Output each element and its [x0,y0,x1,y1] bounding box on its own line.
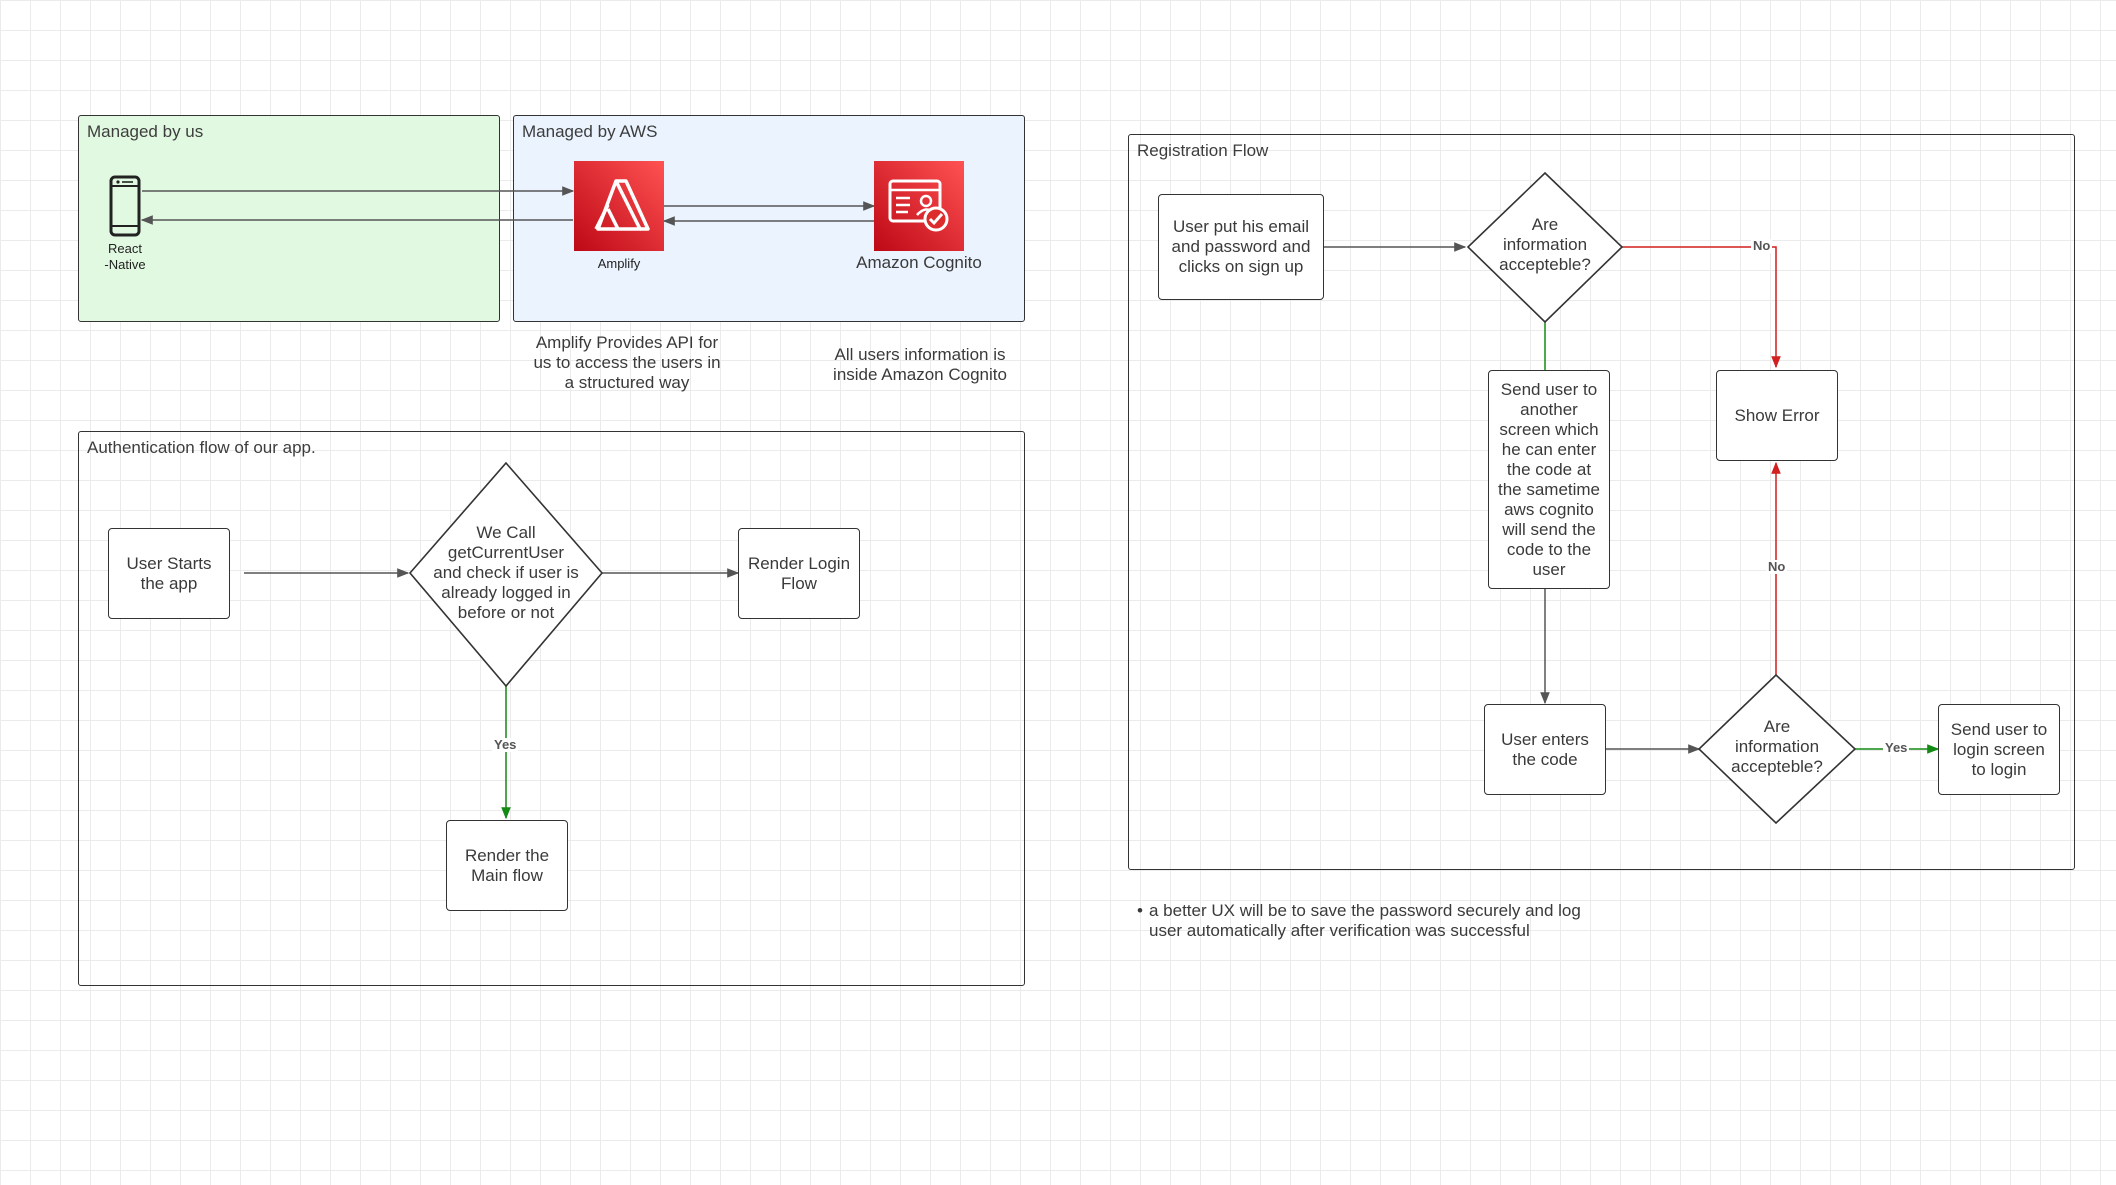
reg-no2-label: No [1766,559,1788,574]
aws-amplify-icon[interactable] [574,161,664,251]
auth-decision-diamond[interactable] [408,461,604,688]
mobile-phone-icon[interactable] [107,175,143,237]
reg-show-error-box[interactable]: Show Error [1716,370,1838,461]
auth-login-text: Render Login Flow [747,553,851,593]
reg-send-code-box[interactable]: Send user to another screen which he can… [1488,370,1610,589]
reg-yes-label: Yes [1883,740,1910,755]
reg-decision1-diamond[interactable] [1466,171,1624,324]
reg-no1-label: No [1751,238,1773,253]
container-auth-flow[interactable]: Authentication flow of our app. [78,431,1025,986]
reg-enter-code-text: User enters the code [1501,729,1589,769]
reg-login-box[interactable]: Send user to login screen to login [1938,704,2060,795]
reg-input-text: User put his email and password and clic… [1171,217,1311,276]
amplify-note: Amplify Provides API for us to access th… [533,333,721,392]
container-registration-flow[interactable]: Registration Flow [1128,134,2075,870]
cognito-label: Amazon Cognito [856,253,982,272]
phone-label: React -Native [104,241,146,272]
reg-show-error-text: Show Error [1734,405,1820,425]
cognito-note: All users information is inside Amazon C… [833,345,1007,384]
reg-login-text: Send user to login screen to login [1950,719,2048,779]
auth-decision-text: We Call getCurrentUser and check if user… [433,523,579,622]
container-title: Managed by AWS [522,122,658,141]
auth-login-box[interactable]: Render Login Flow [738,528,860,619]
container-title: Managed by us [87,122,204,141]
ux-note-text: a better UX will be to save the password… [1149,901,1581,940]
auth-main-text: Render the Main flow [464,845,550,885]
aws-cognito-icon[interactable] [874,161,964,251]
reg-input-box[interactable]: User put his email and password and clic… [1158,194,1324,300]
container-title: Registration Flow [1137,141,1269,160]
ux-note: • a better UX will be to save the passwo… [1137,901,1581,941]
reg-decision2-diamond[interactable] [1697,673,1857,825]
container-title: Authentication flow of our app. [87,438,316,457]
reg-decision1-text: Are information accepteble? [1499,215,1591,274]
auth-start-text: User Starts the app [126,553,212,593]
auth-start-box[interactable]: User Starts the app [108,528,230,619]
reg-send-code-text: Send user to another screen which he can… [1497,379,1601,579]
amplify-label: Amplify [597,256,641,271]
edge-decision1-no-to-error [1622,246,1781,369]
reg-decision2-text: Are information accepteble? [1731,717,1823,776]
auth-main-box[interactable]: Render the Main flow [446,820,568,911]
bullet-icon: • [1137,901,1143,920]
auth-yes-label: Yes [492,737,519,752]
reg-enter-code-box[interactable]: User enters the code [1484,704,1606,795]
